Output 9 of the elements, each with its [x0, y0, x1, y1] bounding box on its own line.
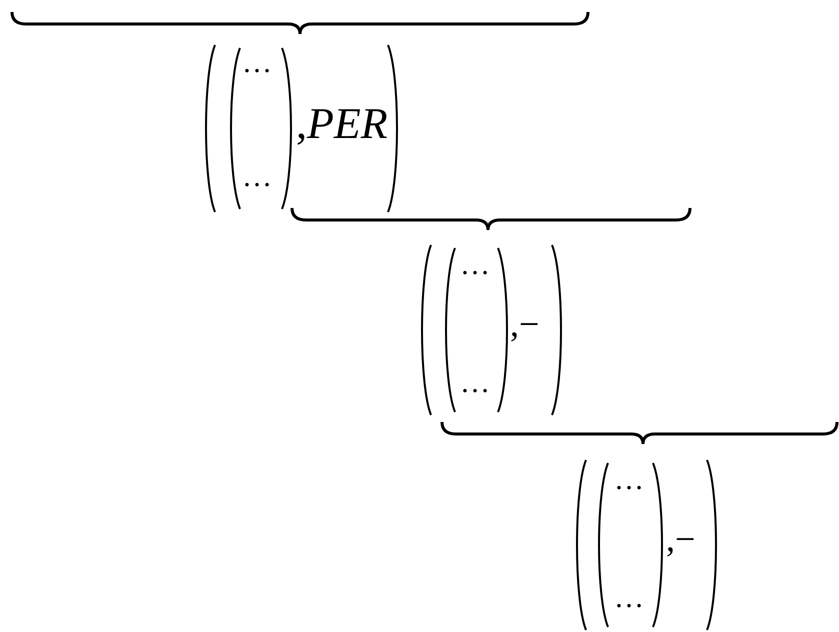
ellipsis: … — [614, 465, 644, 495]
ellipsis: … — [242, 162, 272, 192]
tuple-element: ,− — [510, 306, 540, 342]
ellipsis: … — [242, 48, 272, 78]
tuple-element: ,− — [666, 521, 696, 557]
ellipsis: … — [460, 250, 490, 280]
ellipsis: … — [614, 583, 644, 613]
ellipsis: … — [460, 368, 490, 398]
tuple-element: ,PER — [296, 102, 388, 146]
